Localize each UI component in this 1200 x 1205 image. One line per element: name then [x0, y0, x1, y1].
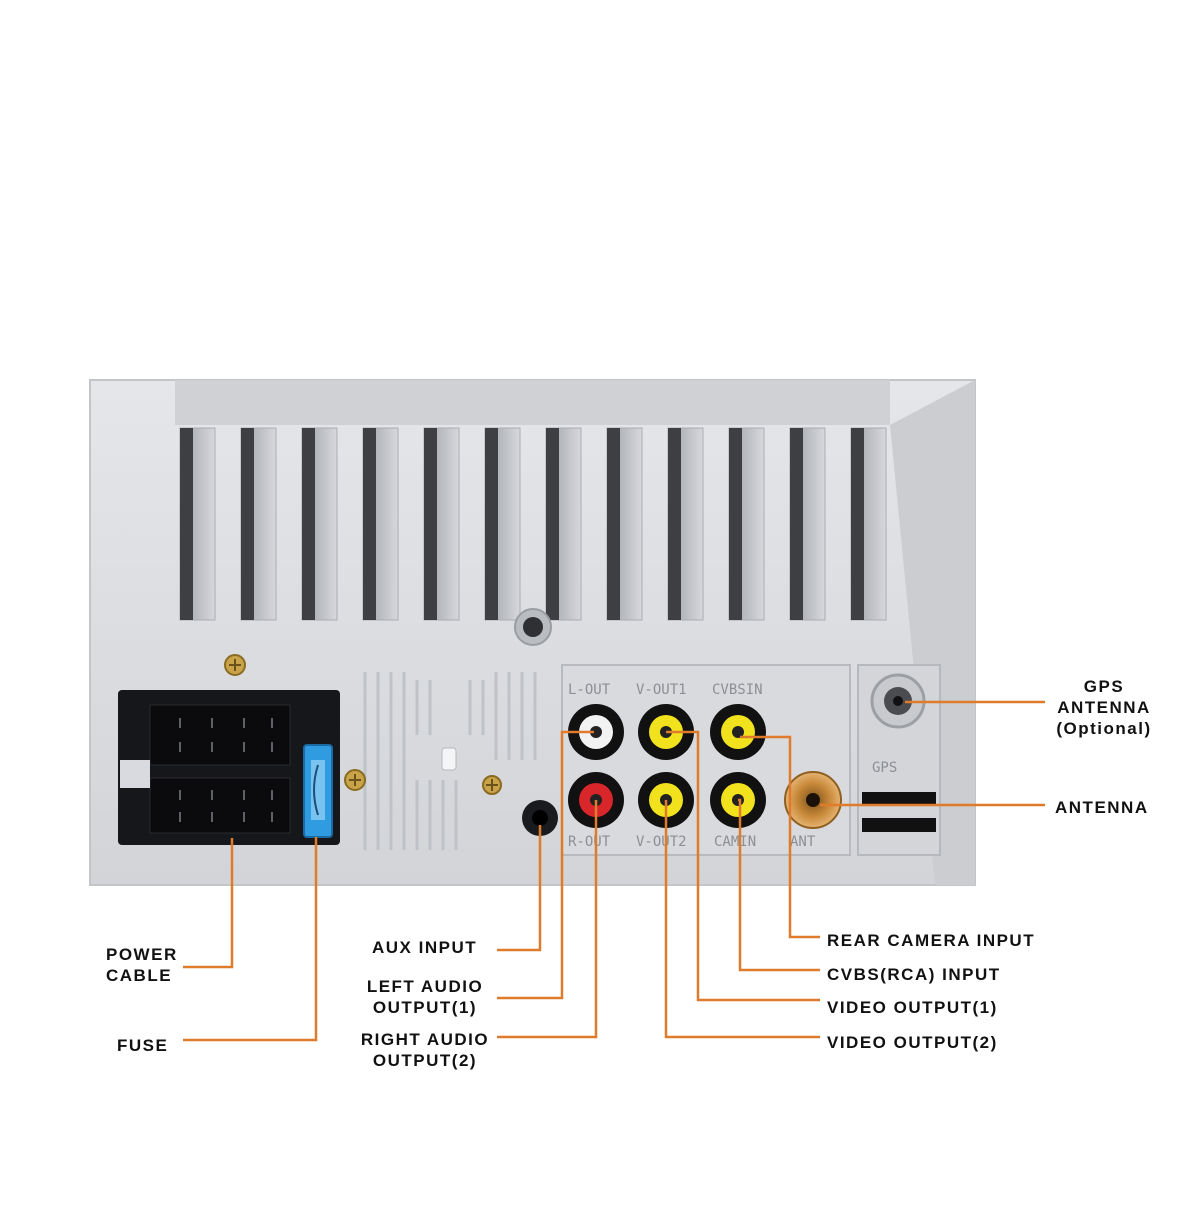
- leader-line-video-out2: [664, 800, 820, 1039]
- callout-line: POWER: [106, 945, 178, 964]
- callout-gps-antenna: GPS ANTENNA (Optional): [1052, 676, 1156, 739]
- leader-line-cvbs: [738, 798, 820, 972]
- port-label-cam-in: CAMIN: [714, 834, 756, 850]
- leader-line-rear-camera: [740, 735, 820, 939]
- fuse-icon: [303, 744, 333, 838]
- callout-line: (Optional): [1056, 719, 1152, 738]
- callout-antenna: ANTENNA: [1055, 798, 1149, 817]
- vent-ribs: [363, 672, 537, 850]
- port-label-l-out: L-OUT: [568, 682, 611, 698]
- callout-line: ANTENNA: [1057, 698, 1151, 717]
- screw-icon: [482, 775, 502, 795]
- callout-line: RIGHT AUDIO: [360, 1030, 490, 1049]
- port-label-v-out1: V-OUT1: [636, 682, 687, 698]
- power-connector: [118, 690, 340, 845]
- screw-icon: [344, 769, 366, 791]
- leader-line-left-audio: [497, 730, 594, 1000]
- callout-cvbs-input: CVBS(RCA) INPUT: [827, 965, 1001, 984]
- leader-line-right-audio: [497, 800, 598, 1039]
- leader-line-aux: [497, 825, 542, 952]
- port-label-cvbs-in: CVBSIN: [712, 682, 763, 698]
- callout-line: OUTPUT(2): [372, 1051, 478, 1070]
- port-label-v-out2: V-OUT2: [636, 834, 687, 850]
- leader-lines: [183, 700, 1045, 1042]
- port-label-ant: ANT: [790, 834, 816, 850]
- heatsink-slots: [179, 427, 887, 621]
- port-label-gps: GPS: [872, 760, 897, 776]
- mounting-hole-icon: [514, 608, 552, 646]
- aux-input-jack: [522, 800, 558, 836]
- callout-right-audio: RIGHT AUDIO OUTPUT(2): [350, 1029, 500, 1071]
- callout-line: CABLE: [106, 966, 173, 985]
- antenna-socket: [784, 771, 842, 829]
- rca-jack-cvbs-in: [710, 704, 766, 760]
- screw-icon: [224, 654, 246, 676]
- rca-jack-l-out: [568, 704, 624, 760]
- callout-power-cable: POWER CABLE: [106, 944, 178, 986]
- callout-line: LEFT AUDIO: [366, 977, 484, 996]
- callout-line: OUTPUT(1): [372, 998, 478, 1017]
- indicator-slot: [441, 747, 457, 771]
- gps-socket: [857, 664, 941, 856]
- port-label-r-out: R-OUT: [568, 834, 611, 850]
- callout-left-audio: LEFT AUDIO OUTPUT(1): [355, 976, 495, 1018]
- leader-line-video-out1: [666, 730, 820, 1002]
- callout-fuse: FUSE: [117, 1036, 169, 1055]
- callout-video-output-2: VIDEO OUTPUT(2): [827, 1033, 998, 1052]
- leader-line-fuse: [183, 837, 318, 1042]
- callout-aux-input: AUX INPUT: [372, 938, 478, 957]
- callout-line: GPS: [1083, 677, 1125, 696]
- callout-video-output-1: VIDEO OUTPUT(1): [827, 998, 998, 1017]
- callout-rear-camera-input: REAR CAMERA INPUT: [827, 931, 1036, 950]
- leader-line-power: [183, 838, 234, 969]
